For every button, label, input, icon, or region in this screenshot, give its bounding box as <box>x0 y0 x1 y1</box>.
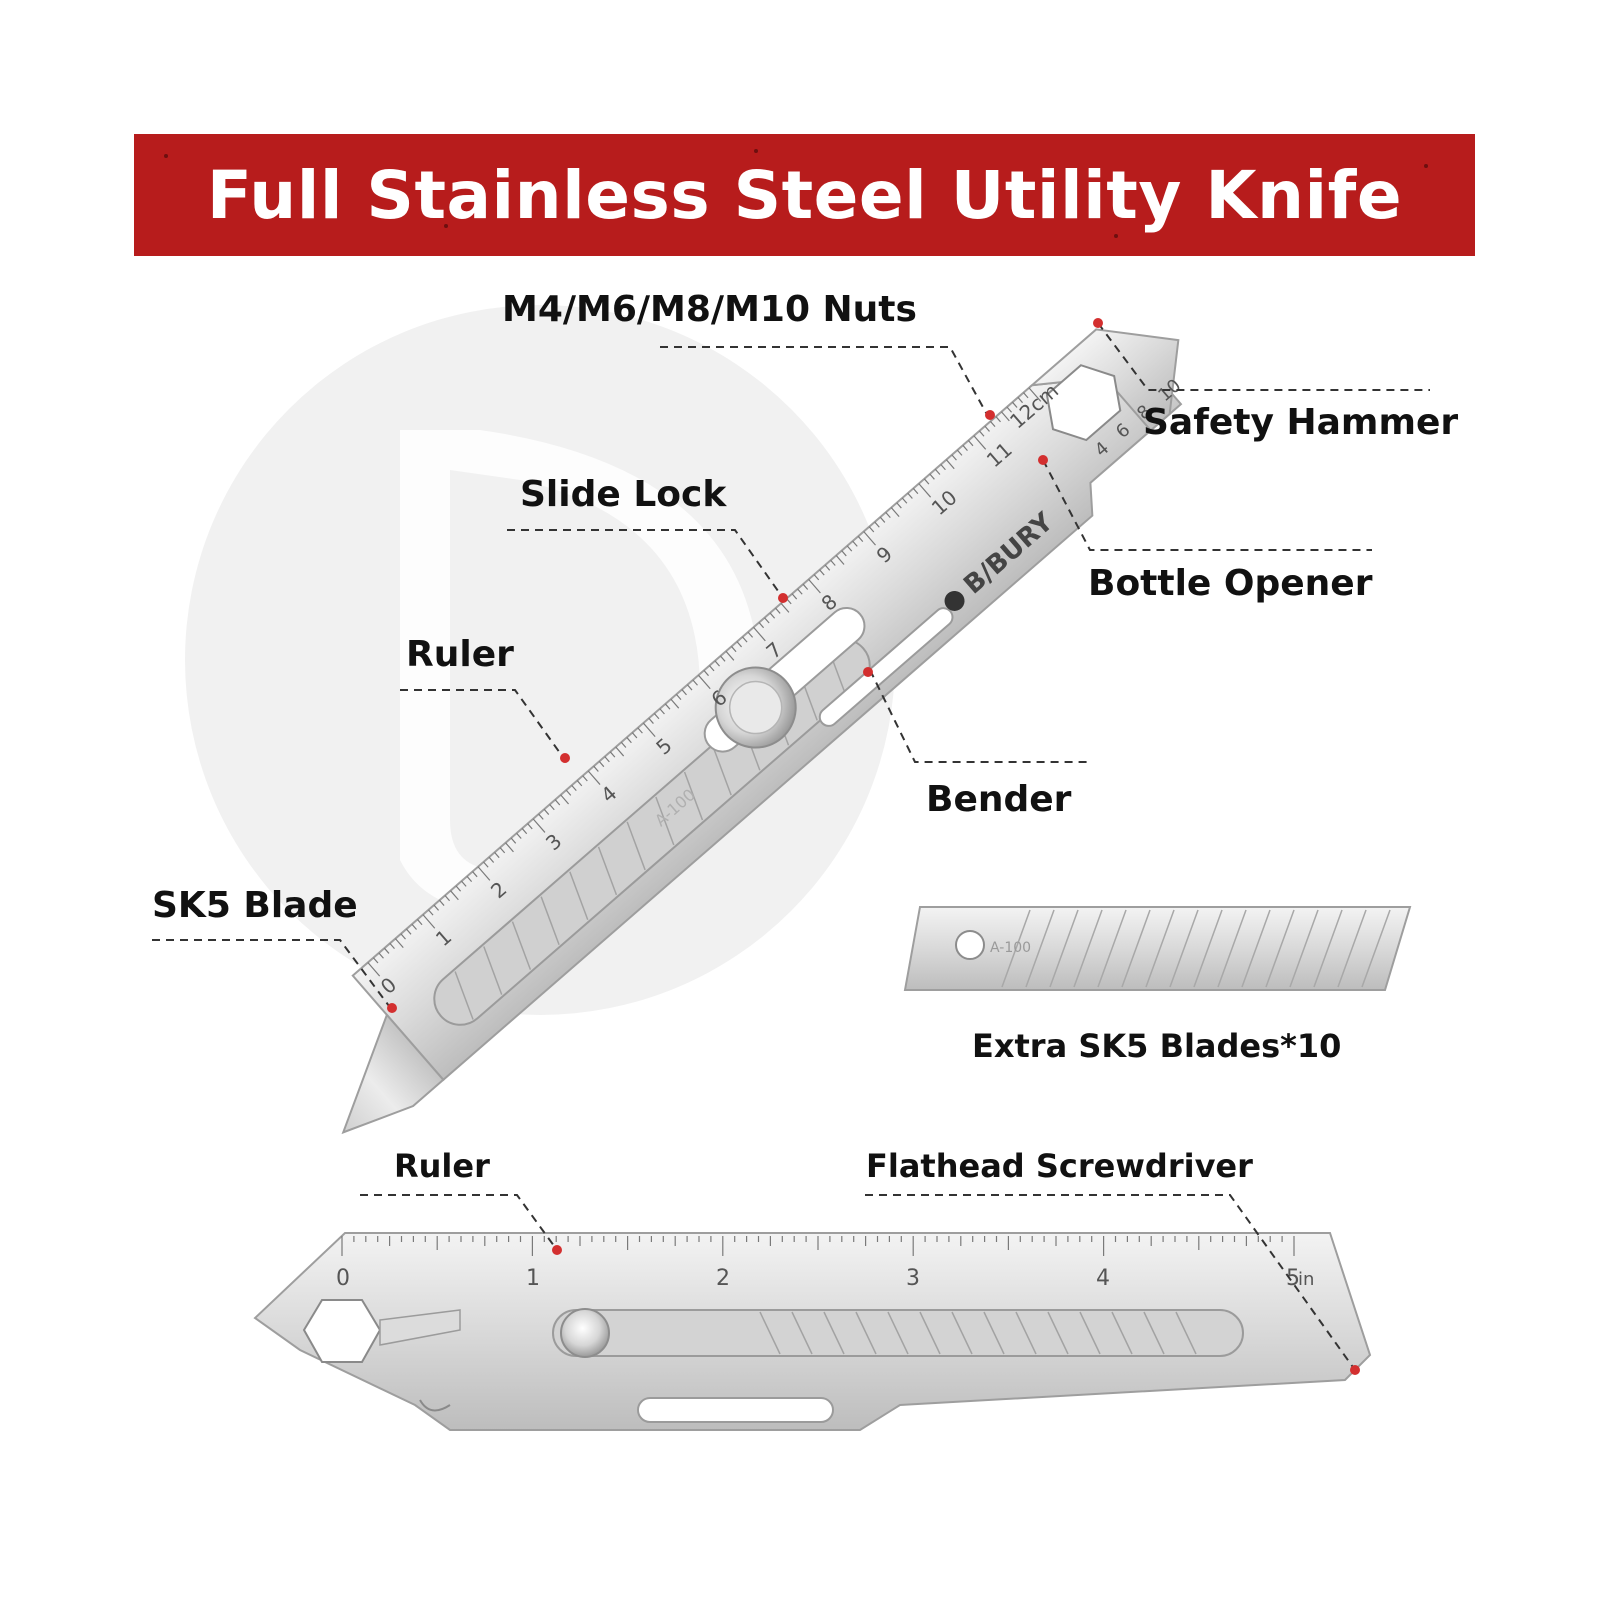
inch-tick-label: 2 <box>716 1266 730 1291</box>
inch-tick-label: 0 <box>336 1266 350 1291</box>
inch-tick-label: 4 <box>1096 1266 1110 1291</box>
callout-ruler-bottom: Ruler <box>394 1147 490 1185</box>
callout-nuts: M4/M6/M8/M10 Nuts <box>502 289 917 330</box>
extra-blade-model: A-100 <box>990 940 1031 956</box>
callout-bender: Bender <box>926 779 1072 820</box>
title-banner: Full Stainless Steel Utility Knife <box>134 134 1475 256</box>
knife-bottom: 0 1 2 3 4 5in <box>253 1232 1372 1431</box>
callout-bottle-opener: Bottle Opener <box>1088 563 1373 604</box>
callout-slide-lock: Slide Lock <box>520 474 727 515</box>
callout-extra-blades: Extra SK5 Blades*10 <box>972 1027 1342 1065</box>
callout-safety-hammer: Safety Hammer <box>1143 402 1459 443</box>
inch-tick-label: 1 <box>526 1266 540 1291</box>
callout-ruler-top: Ruler <box>406 634 514 675</box>
extra-blade: A-100 <box>903 906 1412 991</box>
callout-flathead-screwdriver: Flathead Screwdriver <box>866 1147 1253 1185</box>
inch-tick-label: 3 <box>906 1266 920 1291</box>
inch-unit-label: in <box>1298 1269 1314 1290</box>
page-title: Full Stainless Steel Utility Knife <box>206 156 1403 234</box>
leader-lines <box>152 322 1430 1371</box>
marker-dots <box>387 318 1360 1375</box>
inch-tick-label: 5 <box>1286 1266 1300 1291</box>
callout-sk5-blade: SK5 Blade <box>152 885 358 926</box>
ruler-ticks <box>367 387 1042 977</box>
